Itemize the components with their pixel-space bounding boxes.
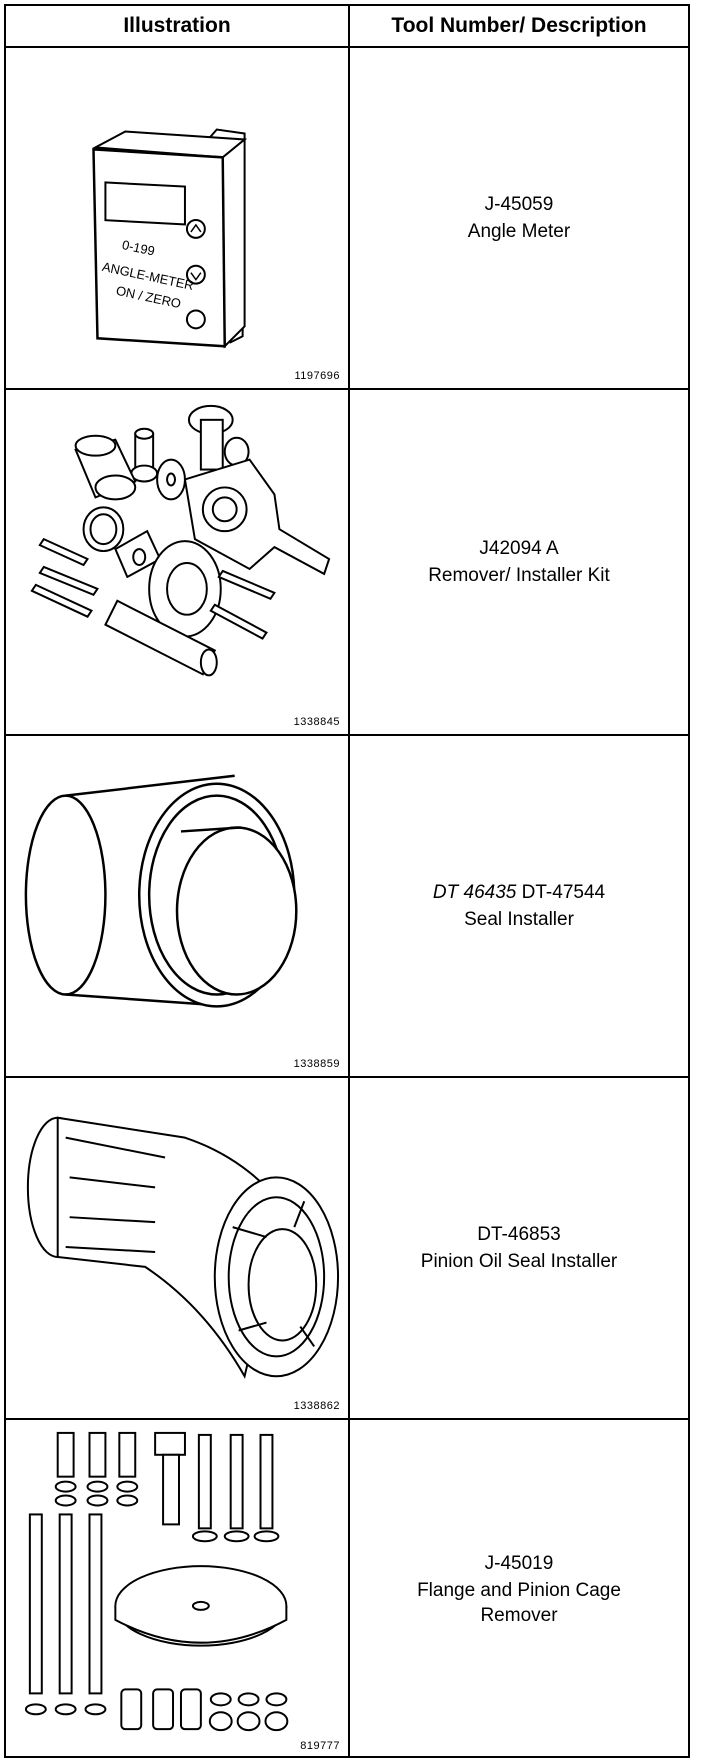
table-header: Illustration Tool Number/ Description <box>6 6 688 48</box>
meter-range-text: 0-199 <box>121 237 156 259</box>
pinion-seal-installer-illustration: 1338862 <box>6 1078 350 1418</box>
tool-name: Seal Installer <box>464 909 574 930</box>
seal-installer-illustration: 1338859 <box>6 736 350 1076</box>
tool-description: J42094 A Remover/ Installer Kit <box>350 390 688 734</box>
tool-description: DT 46435 DT-47544 Seal Installer <box>350 736 688 1076</box>
tool-table: Illustration Tool Number/ Description <box>4 4 690 1758</box>
figure-number: 1197696 <box>294 370 340 382</box>
tool-number: DT-47544 <box>521 882 606 903</box>
header-tool-number: Tool Number/ Description <box>391 14 647 37</box>
figure-number: 1338845 <box>293 716 340 728</box>
tool-number: J-45059 <box>484 194 554 215</box>
tool-number: J42094 A <box>479 538 559 559</box>
angle-meter-illustration: 0-199 ANGLE-METER ON / ZERO 1197696 <box>6 48 350 388</box>
tool-number: J-45019 <box>484 1552 554 1574</box>
tool-description: J-45059 Angle Meter <box>350 48 688 388</box>
tool-number: DT-46853 <box>477 1224 561 1245</box>
tool-name: Angle Meter <box>467 221 571 242</box>
table-row: 1338862 DT-46853 Pinion Oil Seal Install… <box>6 1078 688 1420</box>
tool-number-line: DT 46435 DT-47544 <box>433 880 605 905</box>
figure-number: 819777 <box>300 1740 340 1752</box>
header-illustration: Illustration <box>6 6 350 46</box>
tool-name: Pinion Oil Seal Installer <box>420 1251 618 1272</box>
figure-number: 1338859 <box>293 1058 340 1070</box>
table-row: 0-199 ANGLE-METER ON / ZERO 1197696 J-45… <box>6 48 688 390</box>
table-row: 1338859 DT 46435 DT-47544 Seal Installer <box>6 736 688 1078</box>
tool-description: J-45019 Flange and Pinion Cage Remover <box>350 1420 688 1758</box>
tool-name-line2: Remover <box>480 1604 558 1626</box>
tool-number-old: DT 46435 <box>432 882 517 903</box>
figure-number: 1338862 <box>293 1400 340 1412</box>
tool-name: Flange and Pinion Cage <box>417 1579 621 1601</box>
remover-installer-kit-illustration: 1338845 <box>6 390 350 734</box>
table-row: 1338845 J42094 A Remover/ Installer Kit <box>6 390 688 736</box>
table-row: 819777 J-45019 Flange and Pinion Cage Re… <box>6 1420 688 1758</box>
flange-remover-illustration: 819777 <box>6 1420 350 1758</box>
tool-name: Remover/ Installer Kit <box>428 565 610 586</box>
tool-description: DT-46853 Pinion Oil Seal Installer <box>350 1078 688 1418</box>
